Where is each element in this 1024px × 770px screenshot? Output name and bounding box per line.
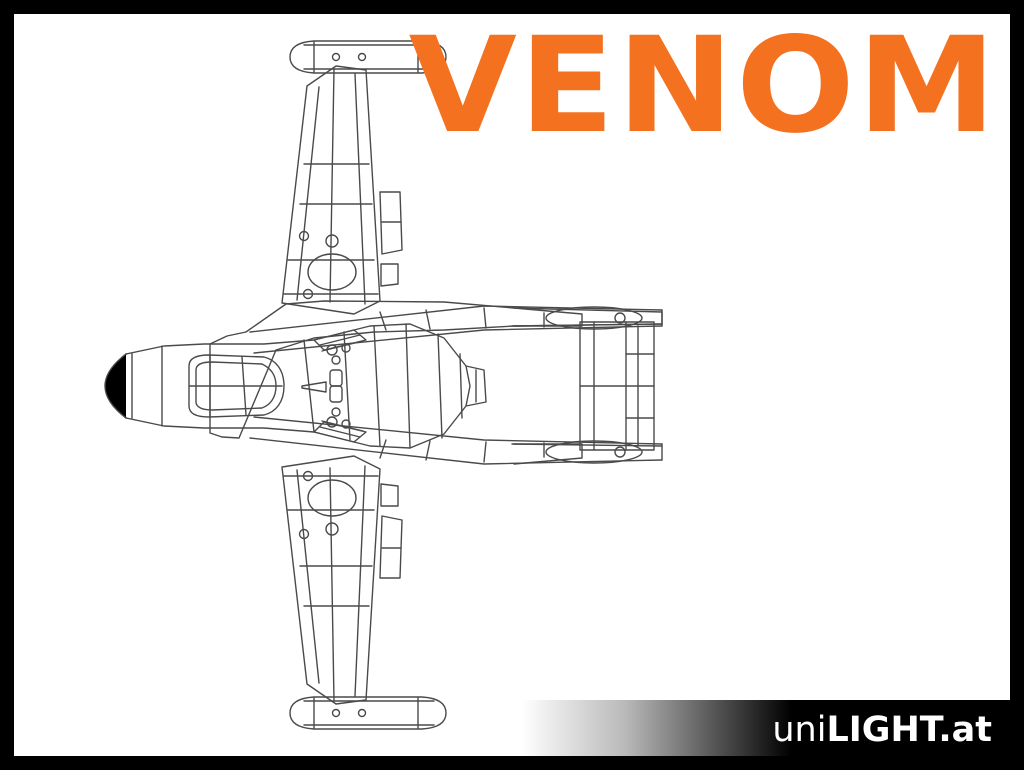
fuselage-bolt-2 bbox=[341, 343, 351, 353]
fuselage-group bbox=[104, 323, 487, 449]
lower-wing-rib-1 bbox=[379, 439, 387, 459]
upper-boom-bolt-3 bbox=[302, 288, 314, 300]
lower-fin-block-2 bbox=[380, 483, 399, 507]
intake-upper bbox=[313, 329, 367, 351]
upper-boom-bolt-1 bbox=[298, 230, 310, 242]
nose-cone-outline bbox=[104, 353, 127, 419]
lower-boom-bolt-2 bbox=[325, 522, 339, 536]
lower-rear-boom bbox=[513, 443, 583, 465]
fuselage-panel-4 bbox=[437, 333, 443, 439]
bridge-outline bbox=[579, 321, 655, 451]
upper-wing-rib-1 bbox=[379, 311, 387, 331]
brand-main: LIGHT bbox=[826, 710, 939, 750]
canopy-frame-3 bbox=[241, 356, 247, 416]
intake-lower bbox=[313, 421, 367, 443]
fuselage-panel-2 bbox=[373, 325, 381, 447]
upper-fin-block-2 bbox=[380, 263, 399, 287]
canopy-outline bbox=[188, 354, 285, 418]
lower-wing-leading-edge bbox=[249, 437, 663, 465]
fuselage-panel-5 bbox=[459, 353, 463, 419]
lower-wing-rib-3 bbox=[483, 441, 487, 463]
brand-suffix: .at bbox=[938, 710, 992, 750]
upper-wing-rib-3 bbox=[483, 307, 487, 329]
fuselage-spine-top bbox=[303, 339, 315, 433]
lower-boom-bolt-3 bbox=[302, 470, 314, 482]
lower-tailplane-bolt-2 bbox=[357, 708, 367, 718]
fuselage-hatch-upper bbox=[329, 369, 343, 387]
brand-prefix: uni bbox=[772, 710, 827, 750]
lower-boom-bolt-1 bbox=[298, 528, 310, 540]
aircraft-plan-view bbox=[104, 40, 663, 730]
lower-tail-boom-group bbox=[281, 455, 447, 730]
brand-logo: uniLIGHT.at bbox=[772, 713, 992, 748]
fuselage-bolt-5 bbox=[341, 419, 351, 429]
upper-wingtip-light bbox=[614, 312, 626, 324]
page-title: VENOM bbox=[408, 14, 998, 163]
upper-boom-bolt-2 bbox=[325, 234, 339, 248]
lower-wing-group bbox=[249, 416, 663, 465]
upper-wing-leading-edge bbox=[249, 305, 663, 333]
upper-boom-center-line bbox=[329, 68, 335, 303]
pitot-probe bbox=[301, 381, 327, 393]
upper-boom-outline bbox=[281, 65, 381, 315]
drawing-canvas: VENOM uniLIGHT.at bbox=[14, 14, 1010, 756]
lower-tailplane-outline bbox=[289, 696, 447, 730]
lower-fin-block bbox=[379, 515, 403, 579]
upper-boom-inner-right bbox=[354, 73, 366, 305]
lower-boom-inner-left bbox=[296, 469, 320, 684]
lower-wing-rib-2 bbox=[425, 440, 431, 461]
fuselage-outline bbox=[115, 323, 471, 449]
lower-boom-hatch bbox=[307, 479, 357, 517]
lower-boom-inner-right bbox=[354, 465, 366, 697]
fuselage-hatch-lower bbox=[329, 385, 343, 403]
upper-boom-inner-left bbox=[296, 86, 320, 301]
fuselage-bolt-3 bbox=[331, 355, 341, 365]
lower-boom-center-line bbox=[329, 467, 335, 702]
fuselage-bolt-6 bbox=[331, 407, 341, 417]
exhaust-outline bbox=[465, 365, 487, 407]
lower-tailplane-bolt-1 bbox=[331, 708, 341, 718]
upper-boom-hatch bbox=[307, 253, 357, 291]
lower-boom-outline bbox=[281, 455, 381, 705]
upper-tailplane-bolt-2 bbox=[357, 52, 367, 62]
upper-fin-block bbox=[379, 191, 403, 255]
fuselage-bolt-4 bbox=[326, 416, 338, 428]
lower-wing-trailing-edge bbox=[253, 416, 663, 445]
intake-vane-u1 bbox=[319, 334, 361, 346]
boom-rear-group bbox=[513, 307, 583, 465]
fuselage-bolt-1 bbox=[326, 344, 338, 356]
canopy-inner bbox=[195, 361, 277, 411]
brand-bar: uniLIGHT.at bbox=[490, 700, 1010, 756]
upper-tailplane-outline bbox=[289, 40, 447, 74]
upper-tail-boom-group bbox=[281, 40, 447, 315]
upper-tailplane-bolt-1 bbox=[331, 52, 341, 62]
intake-vane-l1 bbox=[319, 426, 361, 438]
tailplane-bridge-group bbox=[579, 321, 655, 451]
fuselage-panel-3 bbox=[405, 323, 411, 449]
upper-rear-boom bbox=[513, 307, 583, 327]
fuselage-panel-1 bbox=[343, 331, 351, 441]
lower-wingtip-light bbox=[614, 446, 626, 458]
upper-wing-rib-2 bbox=[425, 309, 431, 330]
